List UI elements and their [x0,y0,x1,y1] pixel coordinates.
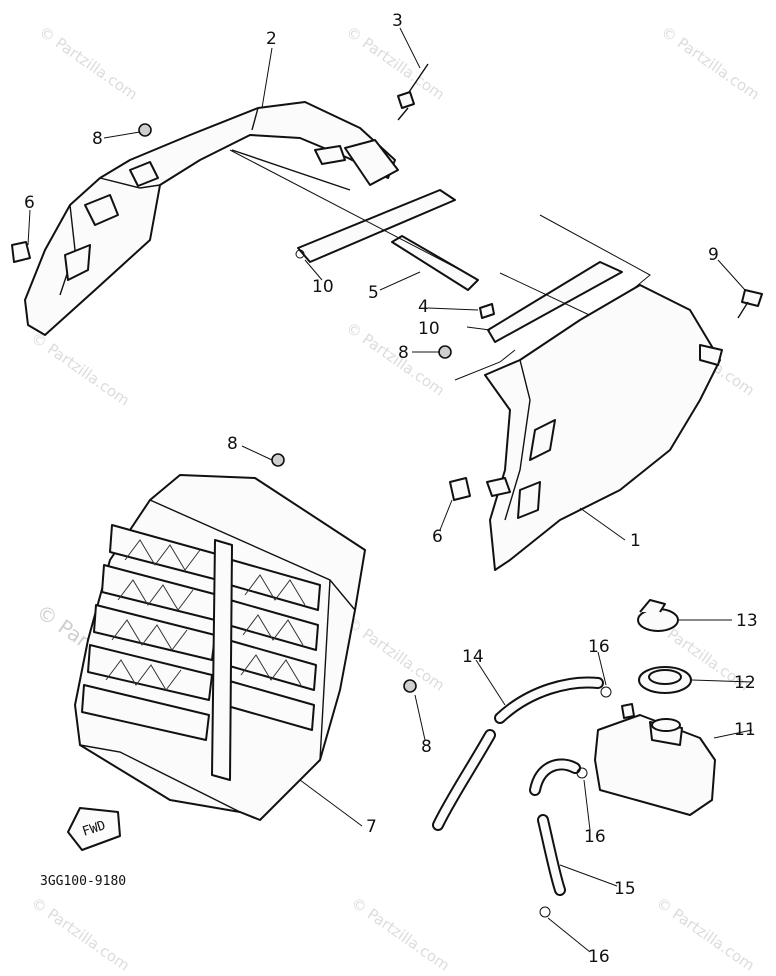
part-7-radiator-grille [74,474,366,821]
part-5-rubber [391,235,479,291]
callout-7: 7 [366,817,377,837]
part-11-reservoir-tank [594,703,716,816]
callout-labels: 1 2 3 4 5 6 6 7 8 8 8 8 9 10 10 11 12 13… [24,11,758,967]
callout-16: 16 [588,947,610,967]
part-12-ring [638,666,692,694]
part-8-bolts [138,123,452,693]
part-10-strip-lower [487,261,623,343]
part-4-grommet [479,303,495,319]
callout-3: 3 [392,11,403,31]
callout-16: 16 [584,827,606,847]
grille-slats [81,524,321,741]
fwd-label: FWD [81,818,108,840]
part-13-cap [637,599,679,632]
callout-10: 10 [418,319,440,339]
watermark: © Partzilla.com [28,329,133,410]
callout-10: 10 [312,277,334,297]
part-2-left-cover [24,101,399,336]
part-9-bolt [737,289,763,319]
callout-8: 8 [92,129,103,149]
part-16-clamps [539,686,612,918]
callout-8: 8 [398,343,409,363]
callout-6: 6 [432,527,443,547]
callout-14: 14 [462,647,484,667]
callout-6: 6 [24,193,35,213]
callout-16: 16 [588,637,610,657]
part-15-hose [529,758,581,896]
callout-4: 4 [418,297,429,317]
callout-12: 12 [734,673,756,693]
callout-11: 11 [734,720,756,740]
watermark: © Partzilla.com [653,894,758,975]
watermark: © Partzilla.com [36,23,141,104]
watermark: © Partzilla.com [343,614,448,695]
drawing-code: 3GG100-9180 [40,874,126,889]
callout-1: 1 [630,531,641,551]
callout-13: 13 [736,611,758,631]
callout-8: 8 [227,434,238,454]
callout-leaders [27,27,753,953]
watermark: © Partzilla.com [348,894,453,975]
watermark: © Partzilla.com [658,23,763,104]
part-6-clips [11,241,471,501]
callout-9: 9 [708,245,719,265]
callout-2: 2 [266,29,277,49]
callout-5: 5 [368,283,379,303]
part-1-right-cover [484,284,723,571]
callout-15: 15 [614,879,636,899]
part-14-hose [432,676,604,831]
watermark: © Partzilla.com [28,894,133,975]
part-3-screw [397,63,429,121]
fwd-arrow: FWD [67,807,121,851]
watermark: © Partzilla.com [343,23,448,104]
callout-8: 8 [421,737,432,757]
